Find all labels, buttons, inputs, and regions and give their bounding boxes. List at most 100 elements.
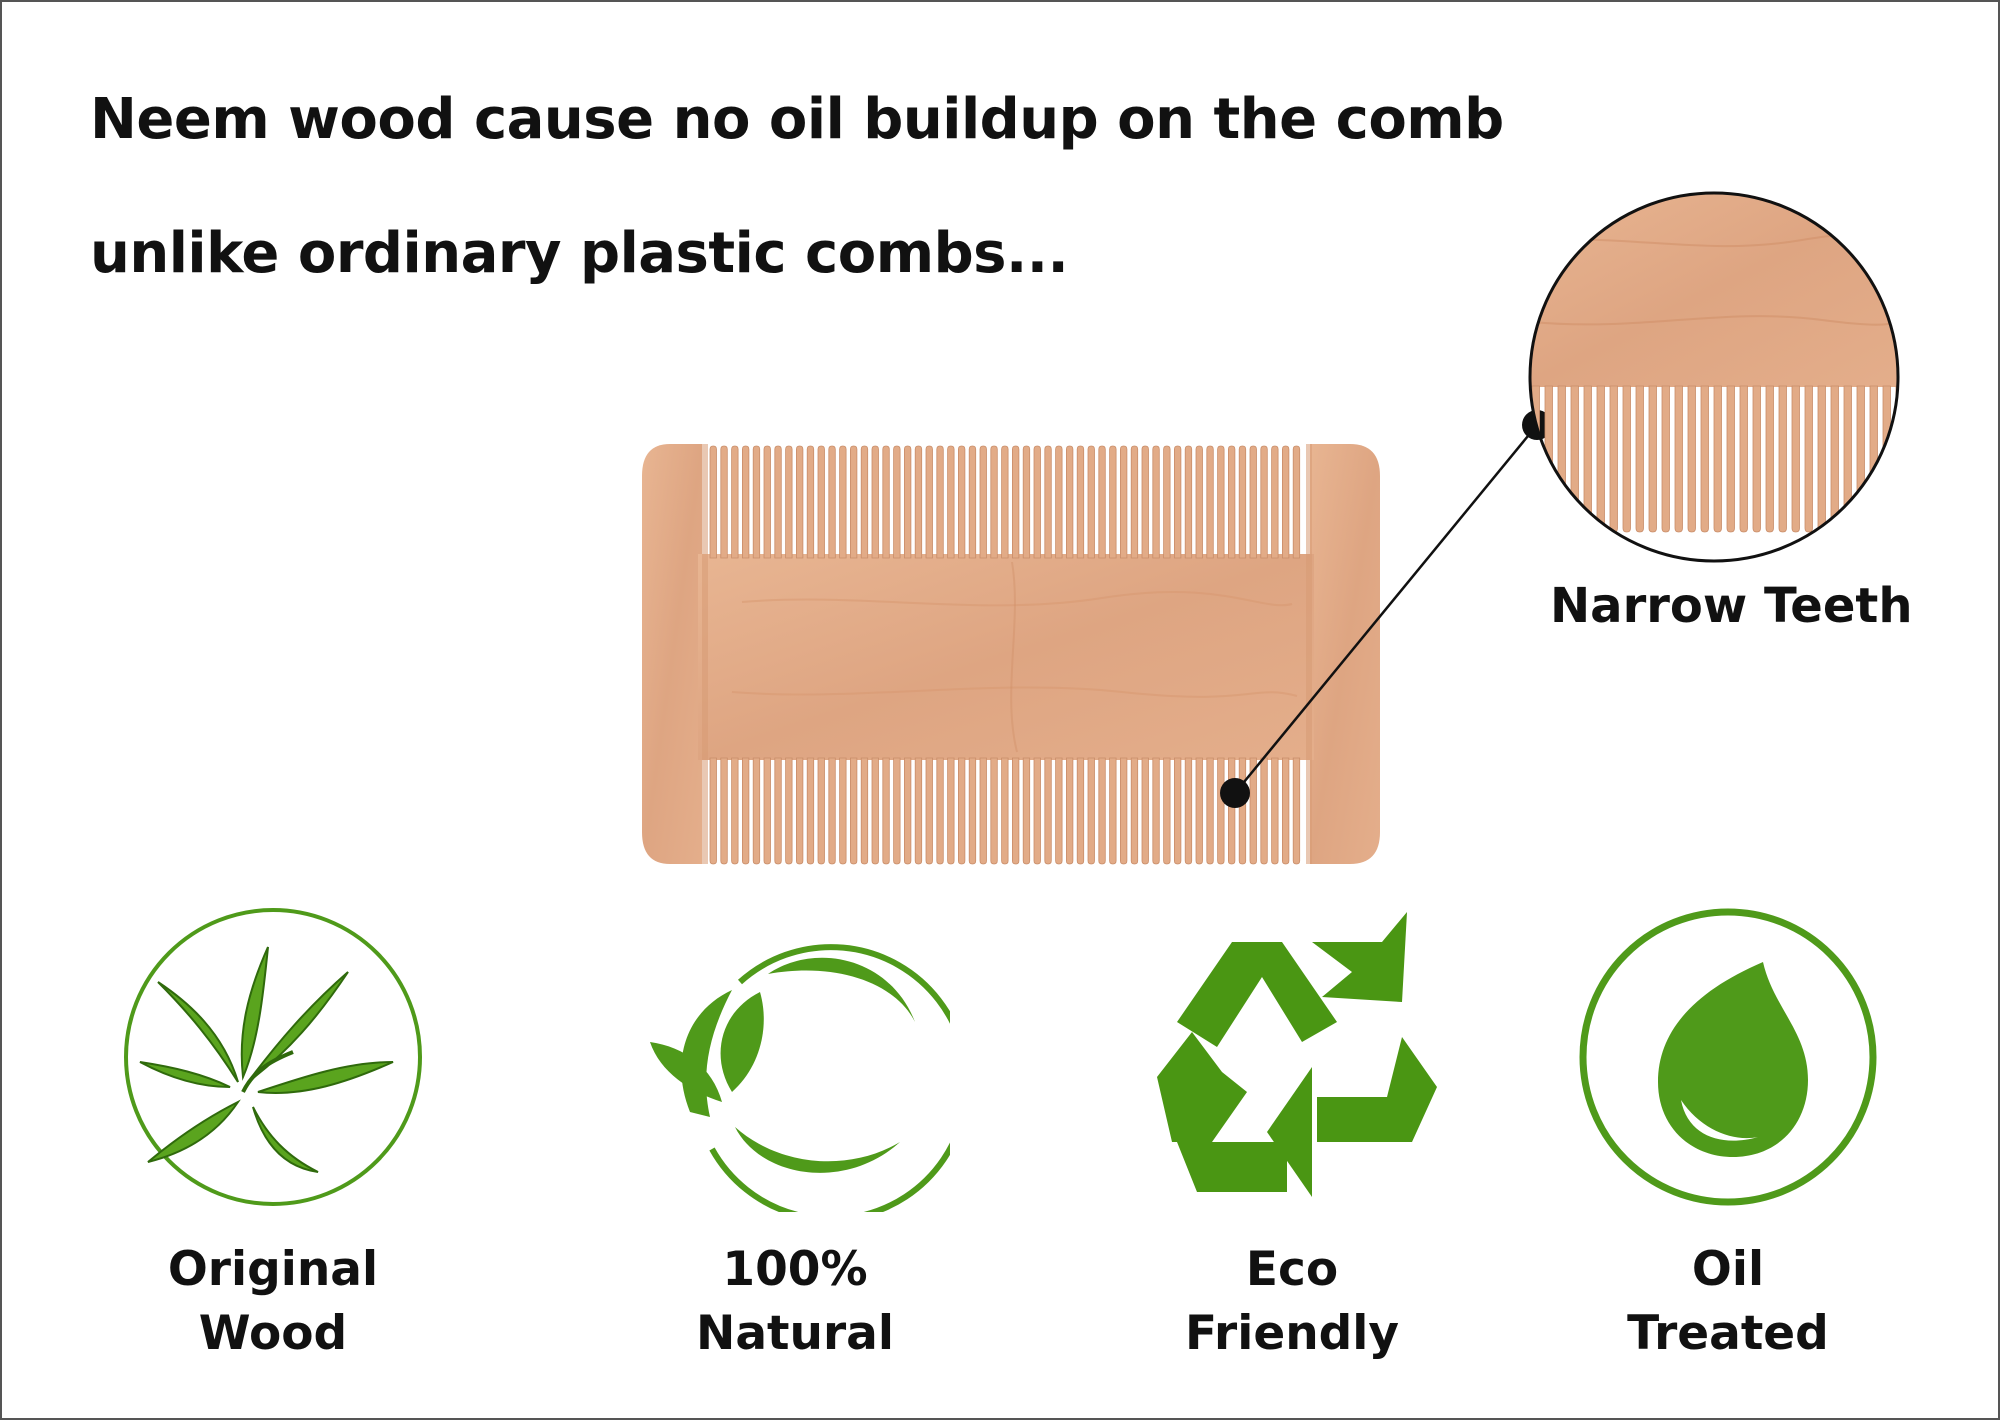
comb-tooth — [979, 445, 987, 559]
comb-tooth — [1570, 385, 1579, 533]
feature-label-line1: 100% — [722, 1242, 868, 1297]
comb-tooth — [1217, 445, 1225, 559]
comb-tooth — [1206, 757, 1214, 865]
comb-tooth — [925, 445, 933, 559]
comb-tooth — [1098, 445, 1106, 559]
comb-tooth — [1228, 445, 1236, 559]
comb-tooth — [1292, 757, 1301, 865]
comb-tooth — [817, 445, 825, 559]
comb-tooth — [968, 757, 977, 865]
comb-tooth — [774, 445, 782, 559]
comb-tooth — [1739, 385, 1748, 533]
comb-tooth — [1271, 445, 1279, 559]
comb-tooth — [1109, 445, 1117, 559]
comb-tooth — [1260, 445, 1268, 559]
feature-label-line1: Eco — [1245, 1242, 1339, 1297]
comb-tooth — [914, 445, 923, 559]
comb-tooth — [1087, 445, 1095, 559]
comb-tooth — [1152, 757, 1160, 865]
headline-line-2: unlike ordinary plastic combs... — [90, 221, 1069, 286]
comb-tooth — [1249, 757, 1257, 865]
neem-leaf-icon — [124, 908, 422, 1206]
comb-tooth — [1282, 757, 1290, 865]
comb-tooth — [1033, 445, 1041, 559]
comb-tooth — [1098, 757, 1106, 865]
comb-tooth — [1674, 385, 1683, 533]
comb-tooth — [1033, 757, 1041, 865]
comb-tooth — [806, 445, 815, 559]
feature-label-line2: Friendly — [1184, 1306, 1400, 1361]
comb-tooth — [839, 757, 847, 865]
comb-teeth-top — [709, 445, 1301, 559]
comb-tooth — [1713, 385, 1722, 533]
comb-tooth — [1238, 757, 1247, 865]
oil-drop-icon — [1579, 908, 1877, 1206]
comb-tooth — [1076, 757, 1085, 865]
comb-tooth — [1174, 757, 1182, 865]
comb-tooth — [1856, 385, 1865, 533]
comb-tooth — [1765, 385, 1774, 533]
comb-tooth — [1001, 757, 1009, 865]
callout-dot-comb — [1220, 778, 1250, 808]
comb-tooth — [1726, 385, 1735, 533]
comb-tooth — [1206, 445, 1214, 559]
comb-tooth — [763, 445, 771, 559]
feature-original-wood: Original Wood — [108, 902, 438, 1366]
comb-tooth — [752, 757, 761, 865]
comb-tooth — [1087, 757, 1095, 865]
leaf-circle-icon — [650, 944, 950, 1212]
comb-tooth — [1228, 757, 1236, 865]
comb-tooth — [1163, 757, 1171, 865]
comb-tooth — [1184, 757, 1193, 865]
comb-tooth — [990, 757, 998, 865]
comb-tooth — [850, 757, 858, 865]
comb-tooth — [1804, 385, 1813, 533]
comb-tooth — [720, 445, 728, 559]
comb-tooth — [1292, 445, 1301, 559]
comb-tooth — [1001, 445, 1009, 559]
comb-teeth-bottom — [709, 757, 1301, 865]
comb-tooth — [774, 757, 782, 865]
comb-tooth — [1022, 757, 1031, 865]
comb-tooth — [860, 757, 869, 865]
comb-tooth — [1238, 445, 1247, 559]
feature-natural: 100% Natural — [630, 902, 960, 1366]
feature-label-line2: Natural — [696, 1306, 894, 1361]
comb-body — [642, 444, 1380, 864]
zoom-circle — [1530, 193, 1898, 533]
comb-tooth — [979, 757, 987, 865]
comb-tooth — [806, 757, 815, 865]
feature-label-line2: Treated — [1627, 1306, 1829, 1361]
comb-tooth — [1174, 445, 1182, 559]
comb-tooth — [785, 445, 793, 559]
comb-tooth — [1622, 385, 1631, 533]
comb-tooth — [871, 757, 879, 865]
comb-tooth — [1260, 757, 1268, 865]
comb-tooth — [1163, 445, 1171, 559]
comb-tooth — [958, 757, 966, 865]
narrow-teeth-label: Narrow Teeth — [1550, 578, 1913, 634]
headline-line-1: Neem wood cause no oil buildup on the co… — [90, 87, 1504, 152]
comb-tooth — [968, 445, 977, 559]
comb-tooth — [1635, 385, 1644, 533]
comb-tooth — [958, 445, 966, 559]
comb-tooth — [871, 445, 879, 559]
feature-oil-treated: Oil Treated — [1563, 902, 1893, 1366]
comb-tooth — [850, 445, 858, 559]
comb-tooth — [1195, 757, 1203, 865]
comb-tooth — [1817, 385, 1826, 533]
comb-tooth — [860, 445, 869, 559]
comb-tooth — [904, 757, 912, 865]
comb-tooth — [1055, 757, 1063, 865]
recycle-icon — [1157, 912, 1437, 1197]
comb-tooth — [1648, 385, 1657, 533]
comb-tooth — [1843, 385, 1852, 533]
comb-tooth — [936, 757, 944, 865]
comb-tooth — [1055, 445, 1063, 559]
comb-tooth — [1109, 757, 1117, 865]
comb-tooth — [936, 445, 944, 559]
comb-tooth — [1130, 445, 1139, 559]
comb-tooth — [882, 757, 890, 865]
